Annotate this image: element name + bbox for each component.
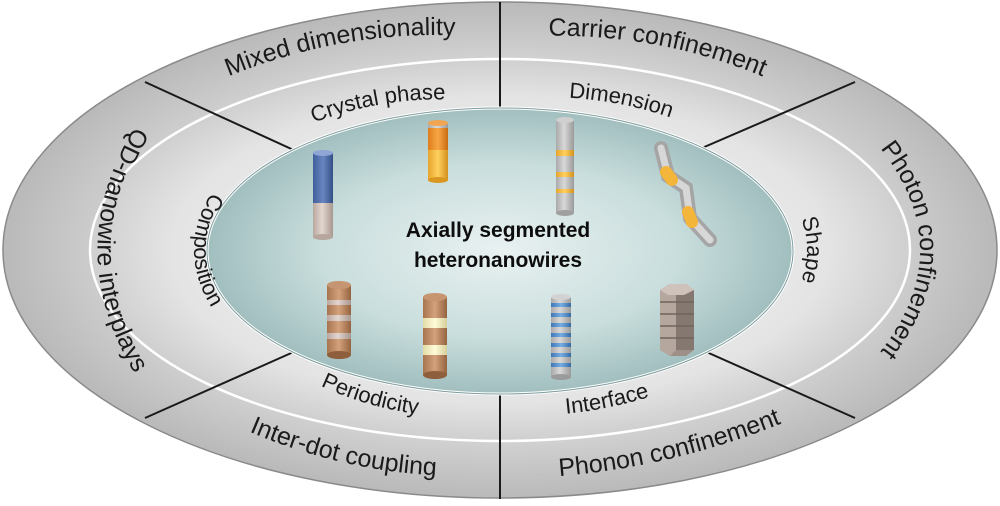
core-ellipse-outline xyxy=(206,107,794,395)
nanowire-shape-kinked xyxy=(654,141,717,247)
nanowire-periodicity xyxy=(423,293,447,379)
nanowire-composition-brown xyxy=(327,281,351,359)
center-title-line1: Axially segmented xyxy=(406,219,590,242)
nanowire-crystal-phase xyxy=(428,120,448,183)
ring-dividers xyxy=(144,2,856,499)
center-title-line2: heteronanowires xyxy=(414,249,582,272)
nanowire-dimension xyxy=(556,117,574,216)
nanowire-hexagonal xyxy=(660,284,694,356)
nanowire-interface xyxy=(551,294,571,380)
nanowire-composition-blue xyxy=(313,150,333,240)
